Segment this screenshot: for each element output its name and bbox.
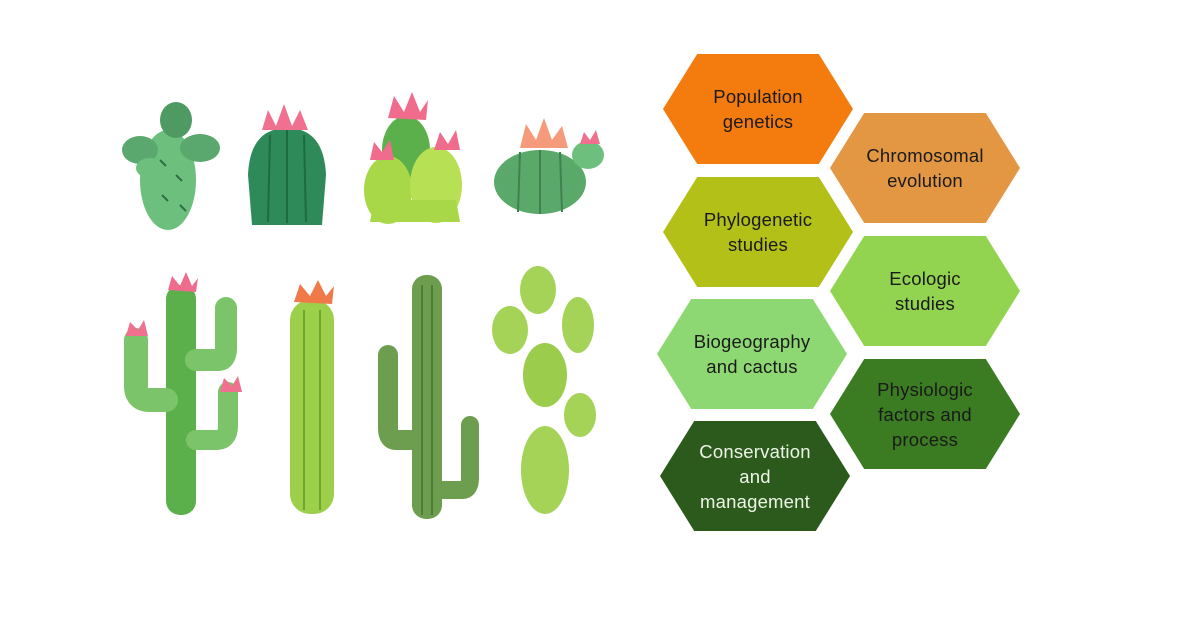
cactus-saguaro-plain-icon (378, 275, 479, 519)
cactus-flowering-cluster-icon (364, 92, 462, 224)
cactus-prickly-pear-small-icon (122, 102, 220, 230)
cactus-saguaro-flowering-icon (124, 272, 242, 515)
cactus-prickly-pear-tall-icon (492, 266, 596, 514)
cactus-columnar-icon (290, 280, 334, 514)
cactus-ball-barrel-icon (494, 118, 604, 214)
cactus-round-barrel-icon (248, 104, 326, 225)
cactus-illustration-group (122, 92, 604, 519)
